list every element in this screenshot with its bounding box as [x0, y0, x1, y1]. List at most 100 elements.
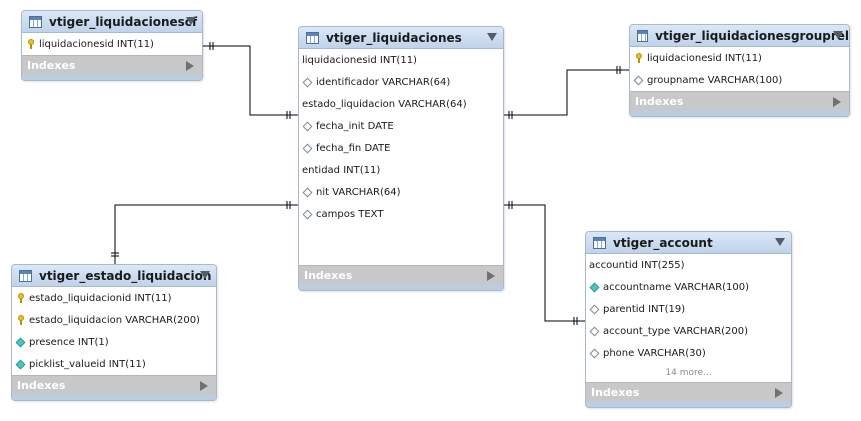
expand-arrow-icon[interactable] [833, 97, 841, 107]
column-row[interactable]: fecha_init DATE [299, 115, 503, 137]
column-row[interactable]: fecha_fin DATE [299, 137, 503, 159]
column-label: liquidacionesid INT(11) [302, 54, 417, 66]
column-label: identificador VARCHAR(64) [316, 76, 451, 88]
indexes-section[interactable]: Indexes [299, 265, 503, 285]
nullable-column-icon [589, 304, 600, 315]
expand-arrow-icon[interactable] [200, 381, 208, 391]
table-header[interactable]: vtiger_account [586, 232, 791, 254]
not-null-column-icon [589, 282, 600, 293]
column-label: estado_liquidacionid INT(11) [29, 292, 172, 304]
primary-key-icon [15, 315, 26, 326]
collapse-chevron-icon[interactable] [200, 271, 210, 279]
nullable-column-icon [302, 77, 313, 88]
column-row[interactable]: liquidacionesid INT(11) [299, 49, 503, 71]
column-label: estado_liquidacion VARCHAR(64) [302, 98, 467, 110]
table-icon [19, 269, 32, 282]
column-label: phone VARCHAR(30) [603, 347, 706, 359]
column-row[interactable]: identificador VARCHAR(64) [299, 71, 503, 93]
column-row[interactable]: parentid INT(19) [586, 298, 791, 320]
column-label: fecha_init DATE [316, 120, 394, 132]
collapse-chevron-icon[interactable] [833, 31, 843, 39]
not-null-column-icon [15, 337, 26, 348]
column-row[interactable]: campos TEXT [299, 203, 503, 225]
table-icon [29, 15, 42, 28]
nullable-column-icon [589, 326, 600, 337]
column-row[interactable]: entidad INT(11) [299, 159, 503, 181]
indexes-label: Indexes [591, 386, 640, 399]
table-estado-liquidacion[interactable]: vtiger_estado_liquidacion estado_liquida… [11, 264, 217, 401]
indexes-section[interactable]: Indexes [586, 382, 791, 402]
column-list: liquidacionesid INT(11) identificador VAR… [299, 49, 503, 265]
column-row[interactable]: phone VARCHAR(30) [586, 342, 791, 364]
table-header[interactable]: vtiger_liquidacionescf [22, 11, 202, 33]
table-header[interactable]: vtiger_liquidacionesgrouprel [630, 25, 849, 47]
column-row[interactable]: liquidacionesid INT(11) [630, 47, 849, 69]
column-row[interactable]: estado_liquidacion VARCHAR(64) [299, 93, 503, 115]
column-label: entidad INT(11) [302, 164, 381, 176]
column-row[interactable]: accountid INT(255) [586, 254, 791, 276]
column-row[interactable]: estado_liquidacionid INT(11) [12, 287, 216, 309]
column-label: liquidacionesid INT(11) [39, 38, 154, 50]
more-columns-link[interactable]: 14 more... [665, 368, 712, 378]
column-list: liquidacionesid INT(11) groupname VARCHAR… [630, 47, 849, 91]
table-title: vtiger_estado_liquidacion [39, 268, 212, 283]
column-row[interactable]: estado_liquidacion VARCHAR(200) [12, 309, 216, 331]
table-liquidacionesgrouprel[interactable]: vtiger_liquidacionesgrouprel liquidacion… [629, 24, 850, 117]
column-list: liquidacionesid INT(11) [22, 33, 202, 55]
connector-liquidacionescf [203, 45, 298, 116]
column-label: accountname VARCHAR(100) [603, 281, 750, 293]
column-list: estado_liquidacionid INT(11) estado_liqui… [12, 287, 216, 375]
table-liquidacionescf[interactable]: vtiger_liquidacionescf liquidacionesid I… [21, 10, 203, 81]
column-label: groupname VARCHAR(100) [647, 74, 783, 86]
column-label: parentid INT(19) [603, 303, 686, 315]
table-icon [593, 236, 606, 249]
primary-key-icon [25, 39, 36, 50]
collapse-chevron-icon[interactable] [487, 33, 497, 41]
expand-arrow-icon[interactable] [487, 271, 495, 281]
indexes-label: Indexes [635, 95, 684, 108]
primary-key-icon [633, 53, 644, 64]
indexes-label: Indexes [304, 269, 353, 282]
primary-key-icon [15, 293, 26, 304]
indexes-label: Indexes [27, 59, 76, 72]
column-row[interactable]: presence INT(1) [12, 331, 216, 353]
column-row[interactable]: picklist_valueid INT(11) [12, 353, 216, 375]
column-label: presence INT(1) [29, 336, 109, 348]
table-title: vtiger_liquidacionesgrouprel [655, 28, 849, 43]
collapse-chevron-icon[interactable] [186, 17, 196, 25]
column-label: accountid INT(255) [589, 259, 685, 271]
column-label: campos TEXT [316, 208, 384, 220]
table-header[interactable]: vtiger_estado_liquidacion [12, 265, 216, 287]
table-icon [637, 29, 649, 42]
indexes-label: Indexes [17, 379, 66, 392]
column-label: estado_liquidacion VARCHAR(200) [29, 314, 200, 326]
connector-liquidacionesgrouprel [504, 69, 629, 116]
indexes-section[interactable]: Indexes [22, 55, 202, 75]
indexes-section[interactable]: Indexes [12, 375, 216, 395]
indexes-section[interactable]: Indexes [630, 91, 849, 111]
column-label: liquidacionesid INT(11) [647, 52, 762, 64]
table-liquidaciones[interactable]: vtiger_liquidaciones liquidacionesid INT… [298, 26, 504, 291]
collapse-chevron-icon[interactable] [775, 238, 785, 246]
expand-arrow-icon[interactable] [775, 388, 783, 398]
expand-arrow-icon[interactable] [186, 61, 194, 71]
column-row[interactable]: nit VARCHAR(64) [299, 181, 503, 203]
column-label: nit VARCHAR(64) [316, 186, 401, 198]
column-row[interactable]: accountname VARCHAR(100) [586, 276, 791, 298]
nullable-column-icon [302, 209, 313, 220]
table-title: vtiger_account [613, 235, 713, 250]
connector-account [504, 204, 585, 322]
column-label: fecha_fin DATE [316, 142, 391, 154]
column-list: accountid INT(255) accountname VARCHAR(10… [586, 254, 791, 364]
table-title: vtiger_liquidaciones [326, 30, 462, 45]
table-account[interactable]: vtiger_account accountid INT(255)account… [585, 231, 792, 408]
connector-estado-liquidacion [114, 204, 298, 264]
column-label: account_type VARCHAR(200) [603, 325, 749, 337]
nullable-column-icon [589, 348, 600, 359]
column-row[interactable]: account_type VARCHAR(200) [586, 320, 791, 342]
table-title: vtiger_liquidacionescf [49, 14, 198, 29]
column-row[interactable]: groupname VARCHAR(100) [630, 69, 849, 91]
column-row[interactable]: liquidacionesid INT(11) [22, 33, 202, 55]
table-header[interactable]: vtiger_liquidaciones [299, 27, 503, 49]
